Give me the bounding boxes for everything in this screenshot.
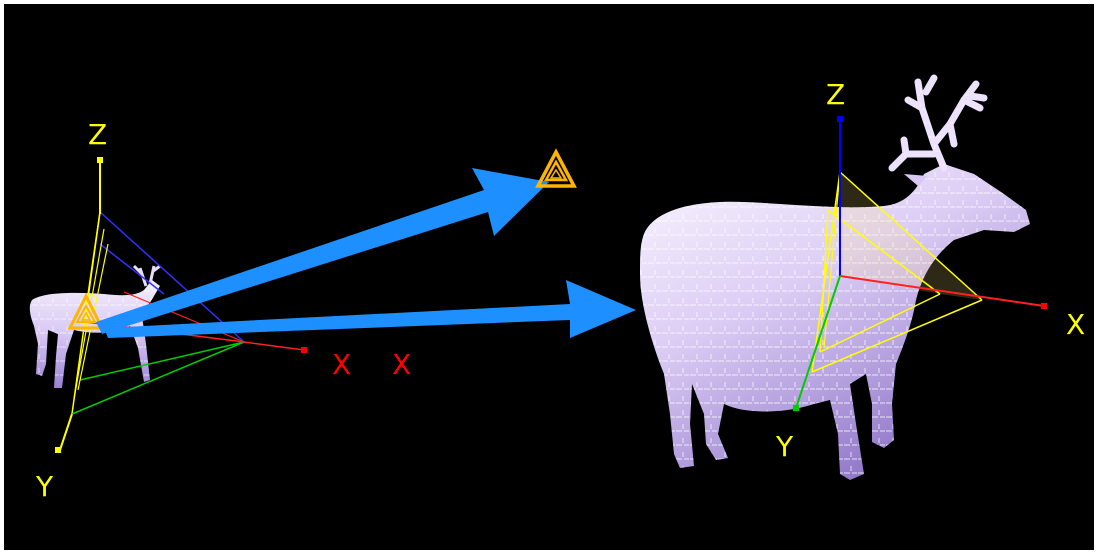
- 3d-viewport[interactable]: Z Y X X: [4, 4, 1094, 550]
- left-deer-antlers: [134, 266, 160, 286]
- right-arrow-icon: [96, 168, 636, 338]
- right-y-axis-endpoint: [793, 405, 799, 411]
- right-x-axis-endpoint: [1041, 303, 1047, 309]
- left-y-axis-endpoint: [55, 447, 61, 453]
- left-x-label: X: [332, 348, 351, 381]
- left-y-axis: [60, 414, 72, 450]
- deer-model-icon: [640, 78, 1030, 480]
- right-scene: Z Y X: [640, 78, 1085, 480]
- left-z-label: Z: [88, 118, 107, 151]
- right-z-axis-endpoint: [837, 116, 843, 122]
- right-x-label: X: [1066, 308, 1085, 341]
- right-z-label: Z: [826, 78, 845, 111]
- left-x-label-secondary: X: [392, 348, 411, 381]
- left-y-label: Y: [35, 470, 54, 503]
- left-scene: Z Y X X: [30, 118, 411, 503]
- arrow-to-model: [104, 280, 636, 338]
- left-z-axis-endpoint: [97, 157, 103, 163]
- right-y-label: Y: [775, 430, 794, 463]
- scene-svg: Z Y X X: [4, 4, 1094, 550]
- floating-camera-icon[interactable]: [538, 152, 574, 186]
- left-x-axis: [244, 342, 304, 350]
- left-x-axis-endpoint: [301, 347, 307, 353]
